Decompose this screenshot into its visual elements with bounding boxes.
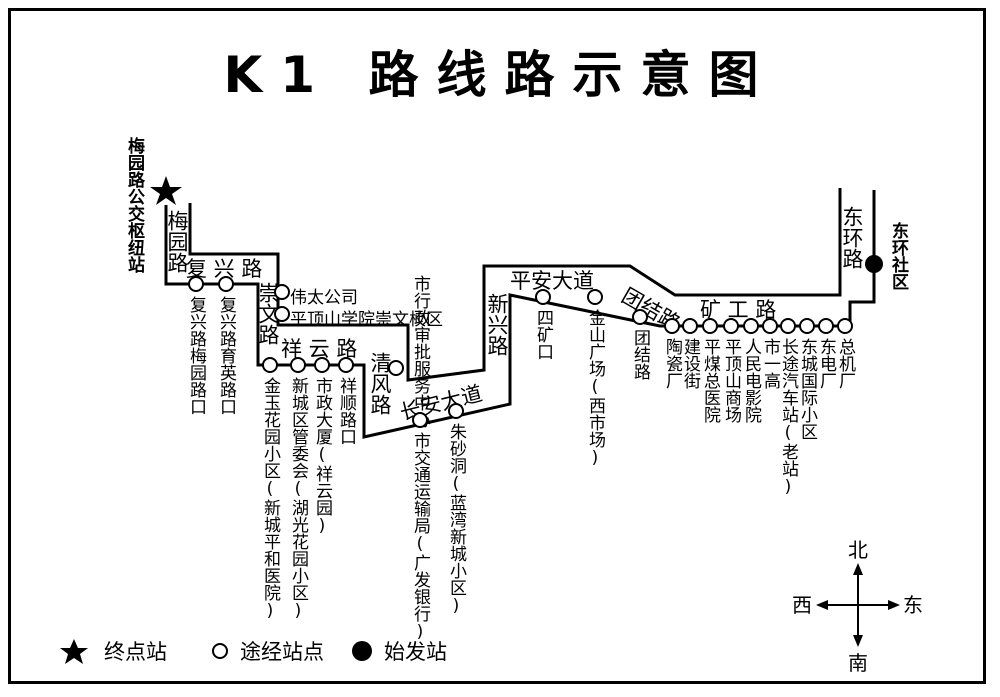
- stop-marker-icon: [188, 276, 204, 292]
- stop-label: 朱砂洞(蓝湾新城小区): [446, 423, 467, 616]
- stop-label: 市交通运输局(广发银行): [410, 432, 431, 642]
- stop-marker-icon: [702, 318, 718, 334]
- stop-label: 平顶山商场: [721, 338, 742, 424]
- stop-marker-icon: [218, 276, 234, 292]
- stop-marker-icon: [762, 318, 778, 334]
- stop-label: 市一高: [760, 338, 781, 390]
- stop-marker-icon: [274, 284, 290, 300]
- stop-marker-icon: [388, 360, 404, 376]
- stop-marker-icon: [314, 357, 330, 373]
- legend-origin: 始发站: [384, 640, 447, 664]
- stop-marker-icon: [780, 318, 796, 334]
- stop-marker-icon: [799, 318, 815, 334]
- road-xiangyun: 祥 云 路: [281, 337, 357, 361]
- stop-label: 东城国际小区: [797, 338, 818, 440]
- stop-label: 东电厂: [816, 338, 837, 389]
- stop-label: 四矿口: [533, 309, 554, 360]
- stop-label: 市政大厦(祥云园): [312, 377, 333, 536]
- stop-label: 平煤总医院: [700, 338, 721, 423]
- origin-label: 东环社区: [888, 221, 910, 290]
- stop-label: 市行政审批服务中心: [410, 275, 431, 428]
- legend-origin-icon: [352, 641, 372, 661]
- stops-group: 复兴路梅园路口复兴路育英路口 伟太公司平顶山学院崇文校区金玉花园小区(新城平和医院…: [186, 275, 856, 642]
- terminus-label: 梅园路公交枢纽站: [124, 136, 145, 274]
- stop-marker-icon: [632, 309, 648, 325]
- origin-dot-icon: [865, 255, 883, 273]
- stop-marker-icon: [448, 403, 464, 419]
- stop-label: 建设街: [680, 338, 701, 389]
- stop-marker-icon: [535, 289, 551, 305]
- compass-east: 东: [903, 593, 923, 617]
- compass-south: 南: [848, 651, 868, 675]
- stop-label: 复兴路育英路口: [216, 296, 237, 415]
- legend-terminus: 终点站: [104, 640, 167, 664]
- stop-label: 陶瓷厂: [662, 338, 683, 389]
- road-meiyuan: 梅园路: [165, 210, 189, 273]
- map-frame: [8, 8, 986, 684]
- legend-via-icon: [212, 643, 228, 659]
- stop-marker-icon: [743, 318, 759, 334]
- stop-marker-icon: [664, 318, 680, 334]
- road-donghuan: 东环路: [840, 206, 864, 269]
- stop-label: 平顶山学院崇文校区: [290, 310, 443, 330]
- compass-icon: [816, 563, 900, 647]
- stop-marker-icon: [587, 289, 603, 305]
- stop-marker-icon: [837, 318, 853, 334]
- stop-marker-icon: [274, 306, 290, 322]
- stop-label: 金玉花园小区(新城平和医院): [260, 377, 281, 621]
- legend-star-icon: [60, 639, 88, 664]
- stop-label: 新城区管委会(湖光花园小区): [288, 377, 309, 621]
- stop-label: 复兴路梅园路口: [186, 296, 207, 415]
- stop-marker-icon: [338, 357, 354, 373]
- stop-label: 团结路: [630, 329, 651, 380]
- road-pingan: 平安大道: [510, 269, 594, 293]
- compass-west: 西: [792, 593, 812, 617]
- stop-marker-icon: [412, 412, 428, 428]
- compass-north: 北: [848, 538, 868, 562]
- road-qingfeng: 清风路: [368, 352, 392, 415]
- terminus-star-icon: [150, 176, 182, 205]
- stop-label: 伟太公司: [290, 288, 358, 308]
- route-line-return: [188, 188, 842, 382]
- stop-label: 人民电影院: [741, 338, 762, 423]
- stop-marker-icon: [723, 318, 739, 334]
- route-line: [164, 190, 876, 439]
- map-title: K1 路线路示意图: [224, 46, 777, 104]
- stop-marker-icon: [818, 318, 834, 334]
- stop-label: 总机厂: [835, 338, 856, 389]
- stop-marker-icon: [290, 357, 306, 373]
- legend-via: 途经站点: [240, 640, 324, 664]
- stop-label: 祥顺路口: [336, 377, 357, 445]
- road-xinxing: 新兴路: [485, 293, 509, 356]
- stop-label: 金山广场(西市场): [585, 309, 606, 468]
- stop-marker-icon: [262, 357, 278, 373]
- road-kuanggong: 矿 工 路: [700, 298, 776, 322]
- stop-marker-icon: [682, 318, 698, 334]
- stop-label: 长途汽车站(老站): [778, 338, 799, 497]
